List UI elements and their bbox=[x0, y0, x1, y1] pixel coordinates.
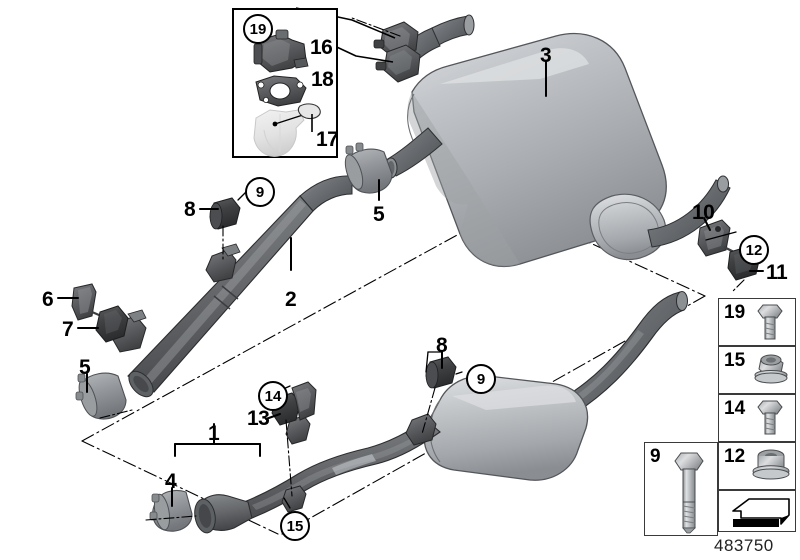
rubber-mount-8-upper bbox=[209, 197, 241, 230]
legend-row-14: 14 bbox=[718, 394, 796, 442]
legend-row-12: 12 bbox=[718, 442, 796, 490]
circled-callout-14-label: 14 bbox=[264, 387, 282, 405]
callout-8-upper: 8 bbox=[184, 198, 196, 221]
alignment-axes bbox=[99, 17, 745, 521]
callout-1: 1 bbox=[208, 422, 220, 445]
circled-callout-9-upper: 9 bbox=[245, 177, 275, 207]
arrow-symbol-icon bbox=[732, 498, 790, 527]
pipe-clamp-upper bbox=[344, 142, 393, 194]
inset-part-17 bbox=[253, 103, 321, 157]
legend-label-9: 9 bbox=[650, 446, 661, 467]
circled-callout-9-lower-label: 9 bbox=[476, 370, 486, 388]
flange-nut-large-icon bbox=[752, 449, 790, 480]
centre-silencer-assembly bbox=[149, 291, 688, 534]
circled-callout-12-label: 12 bbox=[745, 241, 763, 259]
legend-label-14: 14 bbox=[724, 398, 746, 419]
rubber-mount-7 bbox=[95, 305, 129, 343]
pipe-clamp-lower bbox=[75, 372, 127, 420]
callout-8-lower: 8 bbox=[436, 334, 448, 357]
callout-3: 3 bbox=[540, 44, 552, 67]
legend-row-19: 19 bbox=[718, 298, 796, 346]
legend-label-19: 19 bbox=[724, 302, 746, 323]
circled-callout-9-upper-label: 9 bbox=[255, 183, 265, 201]
legend-row-9: 9 bbox=[644, 442, 718, 536]
callout-18: 18 bbox=[311, 68, 334, 91]
diagram-id-label: 483750 bbox=[714, 536, 774, 555]
rubber-mount-13-bracket-14 bbox=[271, 381, 317, 426]
callout-7: 7 bbox=[62, 318, 74, 341]
inset-part-16 bbox=[253, 29, 309, 73]
shoulder-bolt-long-icon bbox=[674, 452, 704, 534]
pipe-clamp-4 bbox=[149, 489, 193, 532]
rear-muffler-assembly bbox=[373, 14, 731, 268]
callout-10: 10 bbox=[692, 201, 715, 224]
legend-label-15: 15 bbox=[724, 350, 746, 371]
callout-16: 16 bbox=[310, 36, 333, 59]
inset-part-18 bbox=[255, 75, 307, 107]
callout-6: 6 bbox=[42, 288, 54, 311]
circled-callout-9-lower: 9 bbox=[466, 364, 496, 394]
legend-label-12: 12 bbox=[724, 446, 746, 467]
hex-bolt-icon bbox=[757, 304, 783, 340]
front-pipe-assembly bbox=[111, 175, 353, 398]
inset-artwork bbox=[253, 29, 321, 157]
callout-4: 4 bbox=[165, 470, 177, 493]
muffler-actuator-hardware bbox=[373, 21, 421, 83]
flange-nut-icon bbox=[754, 354, 788, 384]
legend-row-arrow bbox=[718, 490, 796, 532]
circled-callout-19: 19 bbox=[243, 14, 273, 44]
hanger-bracket-6 bbox=[71, 283, 107, 321]
circled-callout-19-label: 19 bbox=[249, 20, 267, 38]
legend-row-15: 15 bbox=[718, 346, 796, 394]
circled-callout-15-label: 15 bbox=[286, 517, 304, 535]
callout-17: 17 bbox=[316, 128, 339, 151]
callout-13: 13 bbox=[247, 407, 270, 430]
callout-11: 11 bbox=[766, 261, 788, 284]
circled-callout-14: 14 bbox=[258, 381, 288, 411]
hex-bolt-short-icon bbox=[757, 400, 783, 435]
callout-5-upper: 5 bbox=[373, 203, 385, 226]
circled-callout-15: 15 bbox=[280, 511, 310, 541]
callout-2: 2 bbox=[285, 288, 297, 311]
circled-callout-12: 12 bbox=[739, 235, 769, 265]
callout-5-lower: 5 bbox=[79, 356, 91, 379]
rubber-mount-8-lower bbox=[425, 356, 457, 389]
